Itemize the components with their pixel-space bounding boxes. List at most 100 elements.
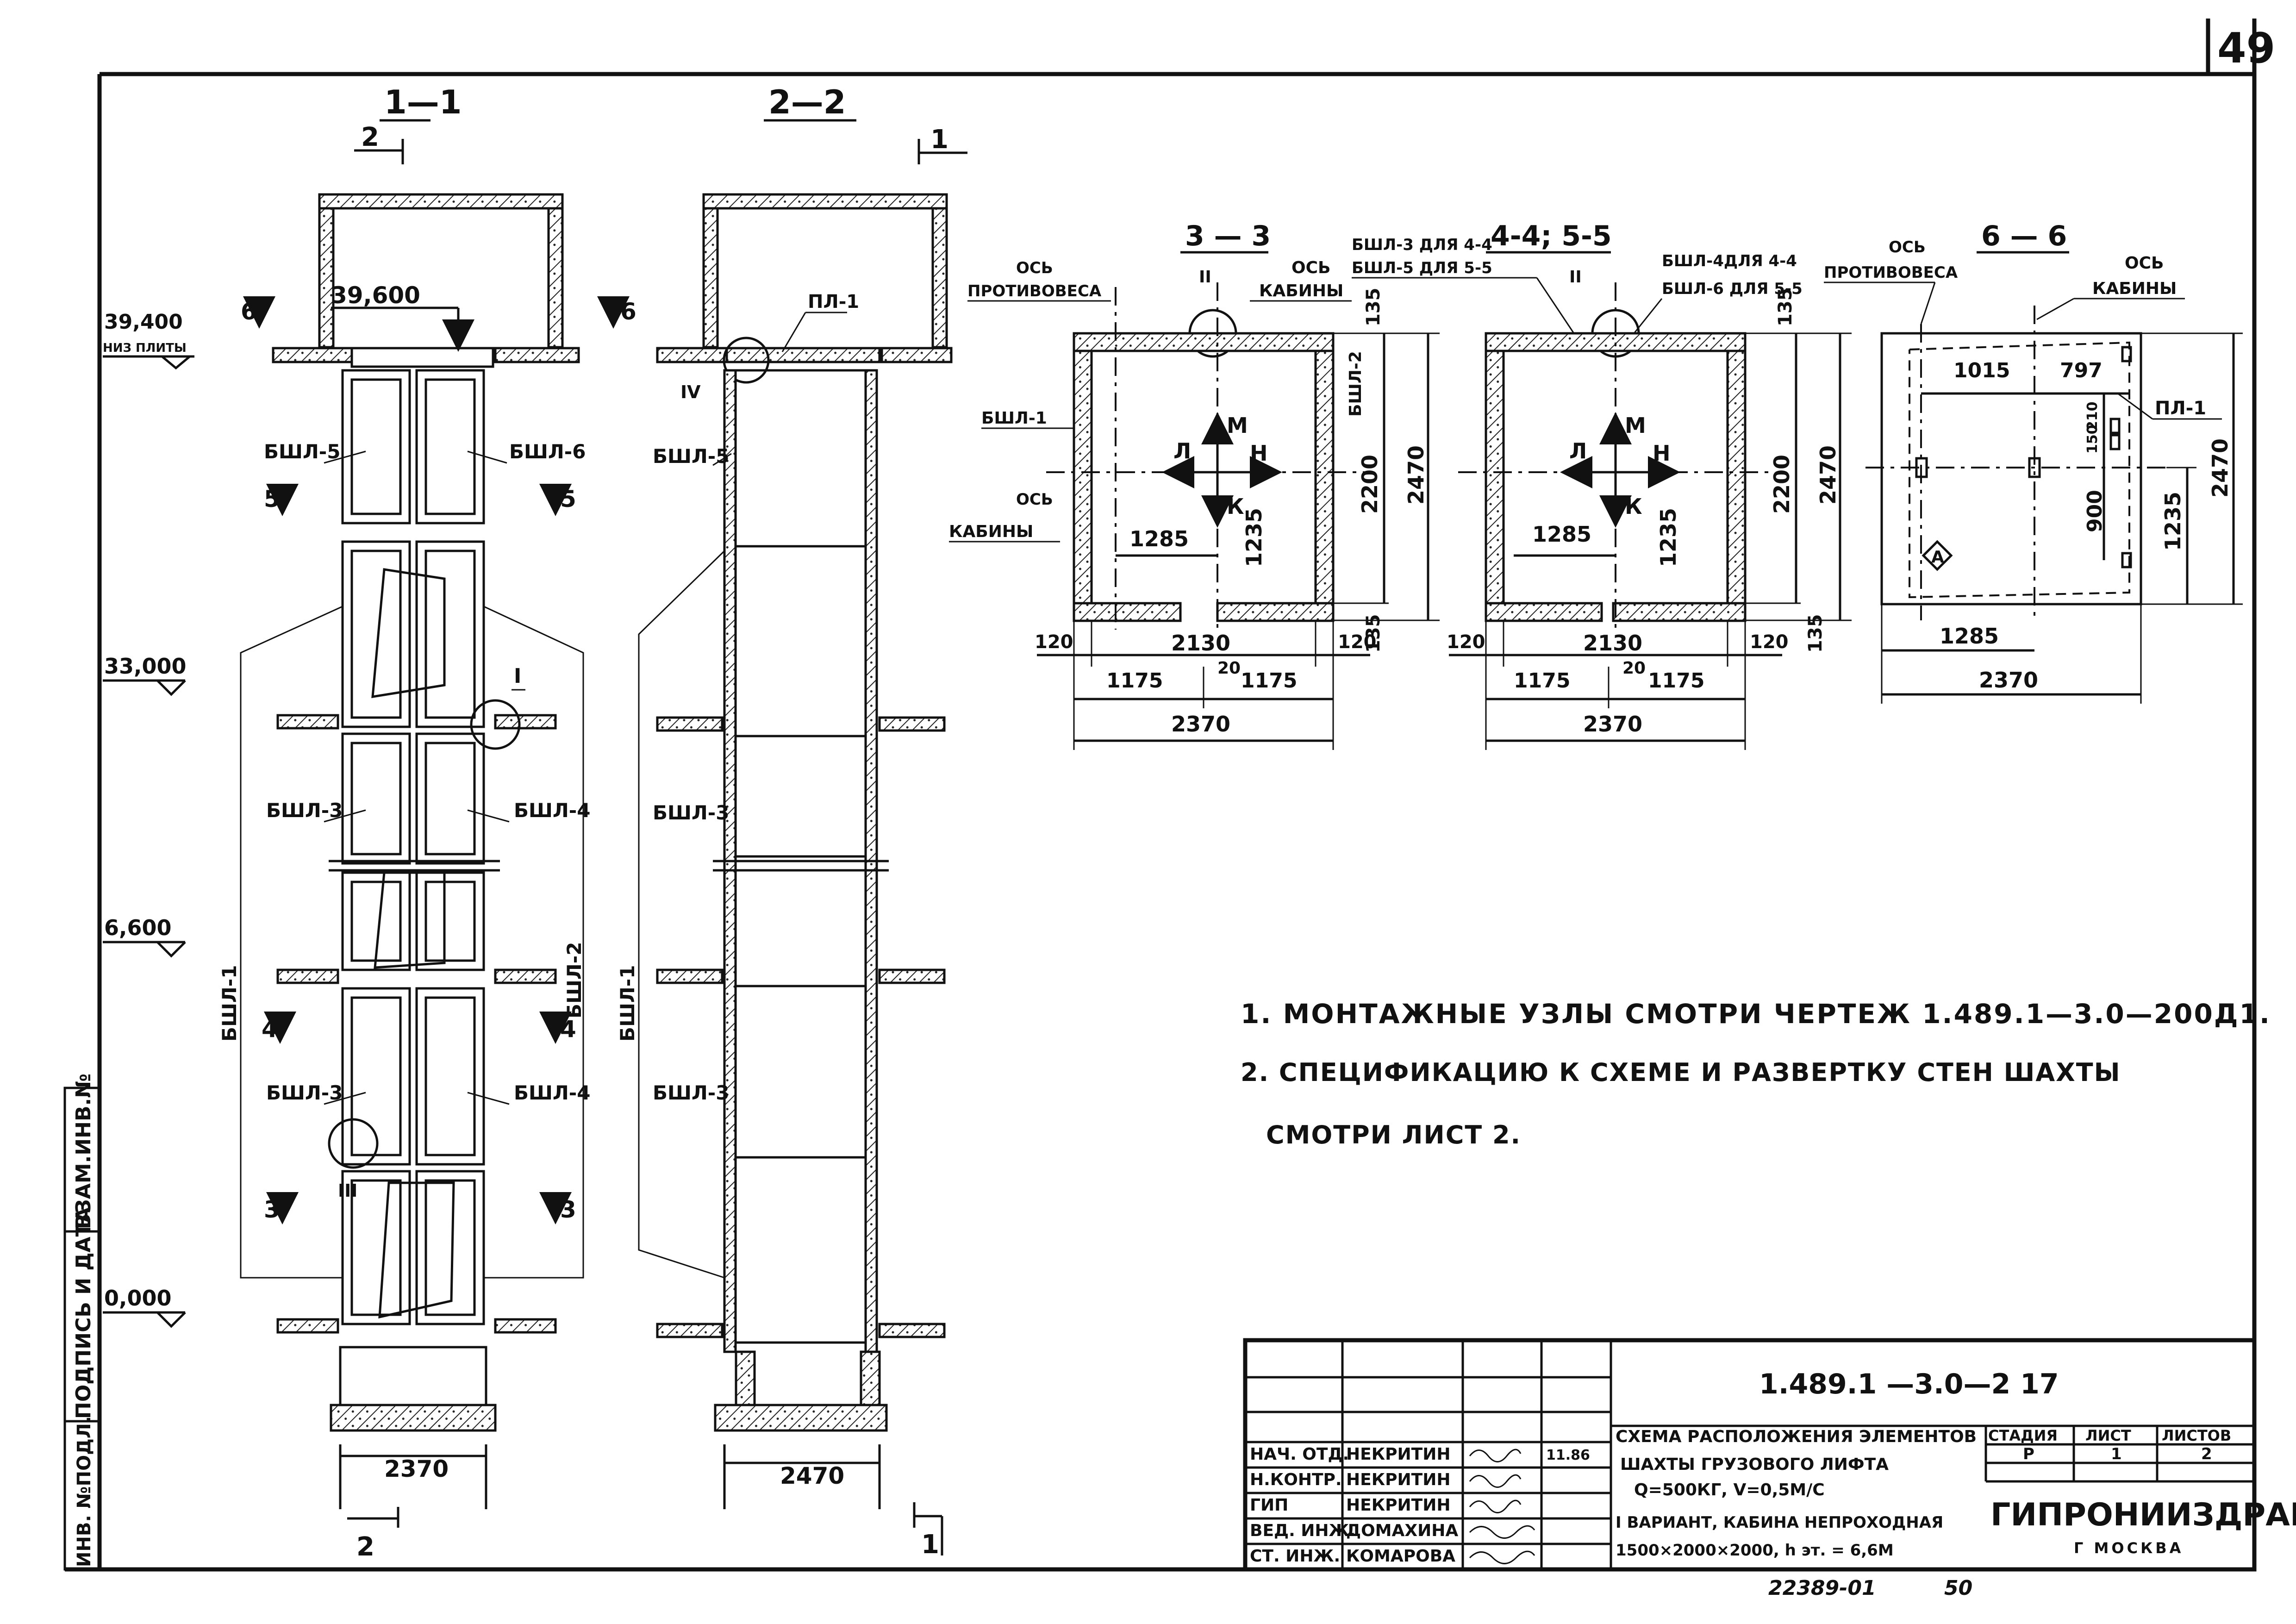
row-role: НАЧ. ОТД. [1250,1445,1349,1464]
cut-6-right: 6 [620,298,636,325]
label-bshl-3-for-4-4: БШЛ-3 ДЛЯ 4-4 [1352,236,1492,254]
dir-k: К [1227,494,1244,519]
title-block: 1.489.1 —3.0—2 17 НАЧ. ОТД. НЕКРИТИН 11.… [1243,1338,2296,1572]
dim-1175-left: 1175 [1106,669,1163,693]
label-bshl-3-lower: БШЛ-3 [266,1081,343,1104]
dim-120-right-4-4: 120 [1750,631,1789,653]
dim-135-bottom-4-4: 135 [1805,614,1826,653]
node-iii: III [338,1181,357,1201]
cut-5-left: 5 [264,486,280,512]
plan-4-4: 4-4; 5-5 БШЛ-3 ДЛЯ 4-4 БШЛ-5 ДЛЯ 5-5 БШЛ… [1352,220,1852,750]
axis-cabin-left-2: КАБИНЫ [949,522,1033,541]
width-2470: 2470 [780,1462,844,1489]
label-bshl-4-for-4-4: БШЛ-4ДЛЯ 4-4 [1662,252,1797,270]
axis-counterweight-label: ОСЬ [1016,259,1053,277]
axis-cabin-left: ОСЬ [1016,490,1053,509]
dim-20: 20 [1217,659,1241,678]
cut-6-left: 6 [241,298,257,325]
cut-mark-bottom: 2 [356,1532,374,1562]
row-name: НЕКРИТИН [1346,1470,1450,1489]
label-bshl-4-upper: БШЛ-4 [514,799,590,822]
section-1-1-title: 1—1 [384,83,462,121]
plan-6-6-title: 6 — 6 [1981,220,2067,252]
title-rows: НАЧ. ОТД. НЕКРИТИН 11.86 Н.КОНТР. НЕКРИТ… [1250,1445,1590,1566]
archive-number: 22389-01 [1768,1576,1876,1600]
label-bshl-6-for-5-5: БШЛ-6 ДЛЯ 5-5 [1662,280,1803,298]
dim-1175-right-4-4: 1175 [1648,669,1704,693]
dim-135-bottom: 135 [1363,614,1384,653]
plan-3-3-title: 3 — 3 [1185,220,1271,252]
dim-2200: 2200 [1357,455,1382,514]
axis-cab-6-6-2: КАБИНЫ [2092,279,2177,298]
dim-1175-right: 1175 [1241,669,1297,693]
signature [1469,1525,1535,1539]
label-bshl-5-for-5-5: БШЛ-5 ДЛЯ 5-5 [1352,259,1492,277]
row-role: СТ. ИНЖ. [1250,1547,1340,1566]
level-0000: 0,000 [104,1286,172,1311]
label-pl-1-6-6: ПЛ-1 [2155,398,2206,419]
level-39400-note: НИЗ ПЛИТЫ [103,341,187,355]
cut-mark-top: 2 [361,122,379,152]
axis-cabin-label: ОСЬ [1292,258,1330,277]
dim-2200-4-4: 2200 [1769,455,1794,514]
dir-n-4-4: Н [1653,441,1671,466]
dim-1235: 1235 [1242,508,1267,567]
dim-1015: 1015 [1953,359,2010,382]
level-6600: 6,600 [104,915,172,940]
width-2370: 2370 [384,1455,449,1482]
section-2-2-title: 2—2 [768,83,846,121]
inv-podl-label: ИНВ. №ПОДЛ. [74,1416,95,1567]
signature [1469,1550,1535,1564]
row-name: НЕКРИТИН [1346,1496,1450,1515]
label-pl-1: ПЛ-1 [808,291,859,312]
level-39400: 39,400 [104,310,183,334]
cut-mark-bottom-2: 1 [921,1530,939,1560]
dim-1235-4-4: 1235 [1656,508,1681,567]
stage-header: СТАДИЯ [1988,1427,2058,1444]
vzam-label: ВЗАМ.ИНВ.№ [72,1074,95,1229]
dim-210: 210 [2084,401,2101,431]
cut-mark-top-2: 1 [930,125,948,155]
notes: 1. МОНТАЖНЫЕ УЗЛЫ СМОТРИ ЧЕРТЕЖ 1.489.1—… [1241,998,2270,1149]
row-name: НЕКРИТИН [1346,1445,1450,1464]
label-bshl-2: БШЛ-2 [563,942,586,1018]
sheets-header: ЛИСТОВ [2162,1427,2231,1444]
node-i: I [514,664,521,688]
city: Г МОСКВА [2074,1539,2184,1557]
label-bshl-3-upper: БШЛ-3 [266,799,343,822]
label-bshl-5-s22: БШЛ-5 [653,445,729,468]
label-bshl-3-s22-lower: БШЛ-3 [653,1081,729,1104]
desc-line-5: 1500×2000×2000, h эт. = 6,6М [1616,1541,1894,1560]
signature [1469,1499,1522,1513]
dim-2470: 2470 [1404,445,1429,505]
node-ii: II [1199,268,1211,287]
row-role: Н.КОНТР. [1250,1470,1342,1489]
dir-k-4-4: К [1625,494,1642,519]
axis-cw-6-6-2: ПРОТИВОВЕСА [1824,263,1958,282]
row-date: 11.86 [1546,1447,1590,1463]
desc-line-4: I ВАРИАНТ, КАБИНА НЕПРОХОДНАЯ [1616,1513,1943,1532]
dim-1235-6-6: 1235 [2160,492,2185,551]
dim-2370-4-4: 2370 [1583,712,1642,737]
row-name: КОМАРОВА [1346,1547,1455,1566]
dim-120-right: 120 [1338,631,1377,653]
row-role: ВЕД. ИНЖ. [1250,1521,1355,1540]
cut-3-right: 3 [560,1196,576,1223]
desc-line-2: ШАХТЫ ГРУЗОВОГО ЛИФТА [1620,1455,1889,1474]
dim-120-left-4-4: 120 [1447,631,1485,653]
note-2-continued: СМОТРИ ЛИСТ 2. [1266,1120,1521,1149]
dim-135-top-4-4: 135 [1775,288,1796,327]
mark-a: А [1931,548,1944,567]
label-bshl-6: БШЛ-6 [509,440,586,463]
cut-3-left: 3 [264,1196,280,1223]
dim-2370: 2370 [1171,712,1230,737]
dim-2130: 2130 [1171,631,1230,656]
dir-m-4-4: М [1625,413,1646,438]
axis-cw-6-6: ОСЬ [1889,238,1926,256]
dim-1285: 1285 [1129,526,1189,551]
sheet-frame [65,19,2257,1572]
axis-cabin-label-2: КАБИНЫ [1259,281,1343,300]
signature [1469,1474,1522,1488]
sheets-value: 2 [2201,1445,2212,1463]
dim-2470-6-6: 2470 [2208,438,2233,498]
